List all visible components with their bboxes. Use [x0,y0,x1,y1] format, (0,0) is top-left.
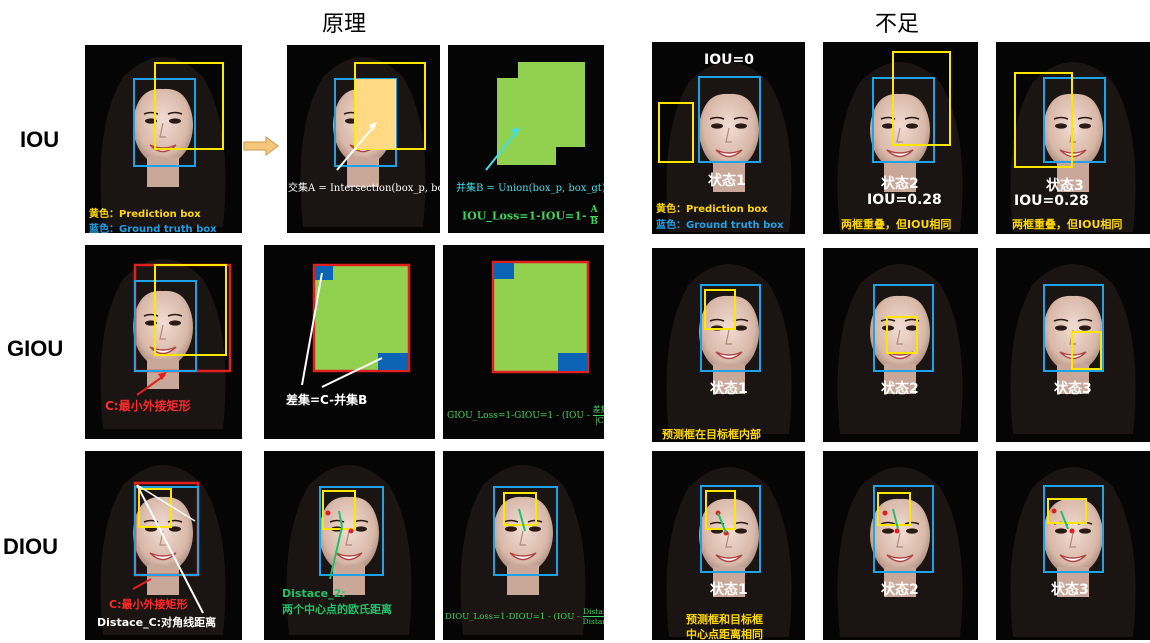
iou-loss-formula: IOU_Loss=1-IOU=1- A B [462,205,598,228]
short-giou-panel-1: 状态1 预测框在目标框内部 [652,248,805,442]
face-photo [836,51,964,232]
giou-loss-numerator: 差集 [592,405,604,416]
diou-c-label: C:最小外接矩形 [109,598,188,611]
overlap-note-a: 两框重叠，但IOU相同 [841,218,952,231]
iou-loss-text: IOU_Loss=1-IOU=1- [462,209,587,223]
face-photo [665,466,793,637]
diou-distance2-label-b: 两个中心点的欧氏距离 [282,603,392,616]
union-diagram [485,62,585,171]
short-iou-panel-3: 状态3 IOU=0.28 两框重叠，但IOU相同 [996,42,1150,234]
giou-diff-label: 差集=C-并集B [286,393,368,407]
short-iou-panel-1: IOU=0 状态1 黄色：Prediction box 蓝色：Ground tr… [652,42,805,234]
face-photo [99,464,227,635]
giou-panel-3: GIOU_Loss=1-GIOU=1 - (IOU - 差集 |C| ) [443,245,604,439]
intersection-label: 交集A = Intersection(box_p, box_gt) [288,183,440,194]
face-photo [99,258,232,429]
giou-loss-fraction: 差集 |C| [592,405,604,426]
face-photo [459,464,587,635]
row-label-diou: DIOU [3,534,58,559]
short-diou-state1: 状态1 [710,582,748,598]
iou-loss-numerator: A [590,205,598,217]
iou-loss-denominator: B [590,217,598,227]
short-diou-state2: 状态2 [881,582,919,598]
short-giou-state1: 状态1 [710,381,748,397]
iou-028-label-a: IOU=0.28 [867,192,942,208]
short-legend-blue: 蓝色：Ground truth box [656,220,784,231]
giou-loss-denominator: |C| [594,416,604,425]
iou-panel-2: 交集A = Intersection(box_p, box_gt) [287,45,440,233]
short-iou-panel-2: 状态2 IOU=0.28 两框重叠，但IOU相同 [823,42,978,234]
diou-panel-2: Distace_2: 两个中心点的欧氏距离 [264,451,435,640]
short-giou-state3: 状态3 [1054,381,1092,397]
diou-panel-1: C:最小外接矩形 Distace_C:对角线距离 [85,451,242,640]
iou-zero-label: IOU=0 [704,52,754,68]
iou-panel-1: 黄色：Prediction box 蓝色：Ground truth box [85,45,242,233]
iou-loss-fraction: A B [590,205,598,228]
face-photo [1009,61,1137,232]
giou-loss-text: GIOU_Loss=1-GIOU=1 - (IOU - [447,411,590,421]
giou-c-diagram [491,260,590,374]
face-photo [1009,466,1137,637]
face-photo [665,263,793,434]
diou-same-note-b: 中心点距离相同 [686,628,763,640]
giou-c-label: C:最小外接矩形 [105,399,191,413]
short-giou-panel-2: 状态2 [823,248,978,442]
face-photo [99,56,227,227]
diff-diagram [301,263,411,388]
iou-028-label-b: IOU=0.28 [1014,193,1089,209]
giou-inside-note: 预测框在目标框内部 [662,428,761,441]
short-diou-state3: 状态3 [1051,582,1089,598]
short-diou-panel-1: 状态1 预测框和目标框 中心点距离相同 [652,451,805,640]
row-label-iou: IOU [20,127,60,152]
diou-loss-fraction: Distance_2 Distance_C [582,607,604,626]
overlap-note-b: 两框重叠，但IOU相同 [1012,218,1123,231]
diou-same-note-a: 预测框和目标框 [686,613,763,626]
face-photo [299,56,427,227]
short-legend-yellow: 黄色：Prediction box [656,204,768,215]
state3-label: 状态3 [1046,178,1084,194]
face-photo [836,263,964,434]
face-photo [285,464,413,635]
diou-loss-numerator: Distance_2 [582,607,604,617]
short-diou-panel-2: 状态2 [823,451,978,640]
face-photo [836,466,964,637]
diou-distance-c-label: Distace_C:对角线距离 [97,616,217,629]
state1-label: 状态1 [708,173,746,189]
diou-loss-denominator: Distance_C [582,617,604,626]
giou-panel-1: C:最小外接矩形 [85,245,242,439]
legend-yellow: 黄色：Prediction box [89,209,201,220]
header-shortcoming: 不足 [875,12,920,37]
short-diou-panel-3: 状态3 [996,451,1150,640]
face-photo [1009,263,1137,434]
row-label-giou: GIOU [7,336,64,361]
short-giou-panel-3: 状态3 [996,248,1150,442]
giou-panel-2: 差集=C-并集B [264,245,435,439]
union-label: 并集B = Union(box_p, box_gt) [456,183,604,194]
face-photo [658,61,793,232]
diou-loss-formula: DIOU_Loss=1-DIOU=1 - (IOU - Distance_2 D… [445,607,604,626]
right-arrow-icon [243,136,279,156]
state2-label: 状态2 [881,176,919,192]
header-principle: 原理 [322,12,367,37]
legend-blue: 蓝色：Ground truth box [89,224,217,233]
short-giou-state2: 状态2 [881,381,919,397]
giou-loss-formula: GIOU_Loss=1-GIOU=1 - (IOU - 差集 |C| ) [447,405,604,426]
iou-panel-3: 并集B = Union(box_p, box_gt) IOU_Loss=1-IO… [448,45,604,233]
diou-panel-3: DIOU_Loss=1-DIOU=1 - (IOU - Distance_2 D… [443,451,604,640]
diou-distance2-label-a: Distace_2: [282,587,346,600]
diou-loss-text: DIOU_Loss=1-DIOU=1 - (IOU - [445,612,580,622]
